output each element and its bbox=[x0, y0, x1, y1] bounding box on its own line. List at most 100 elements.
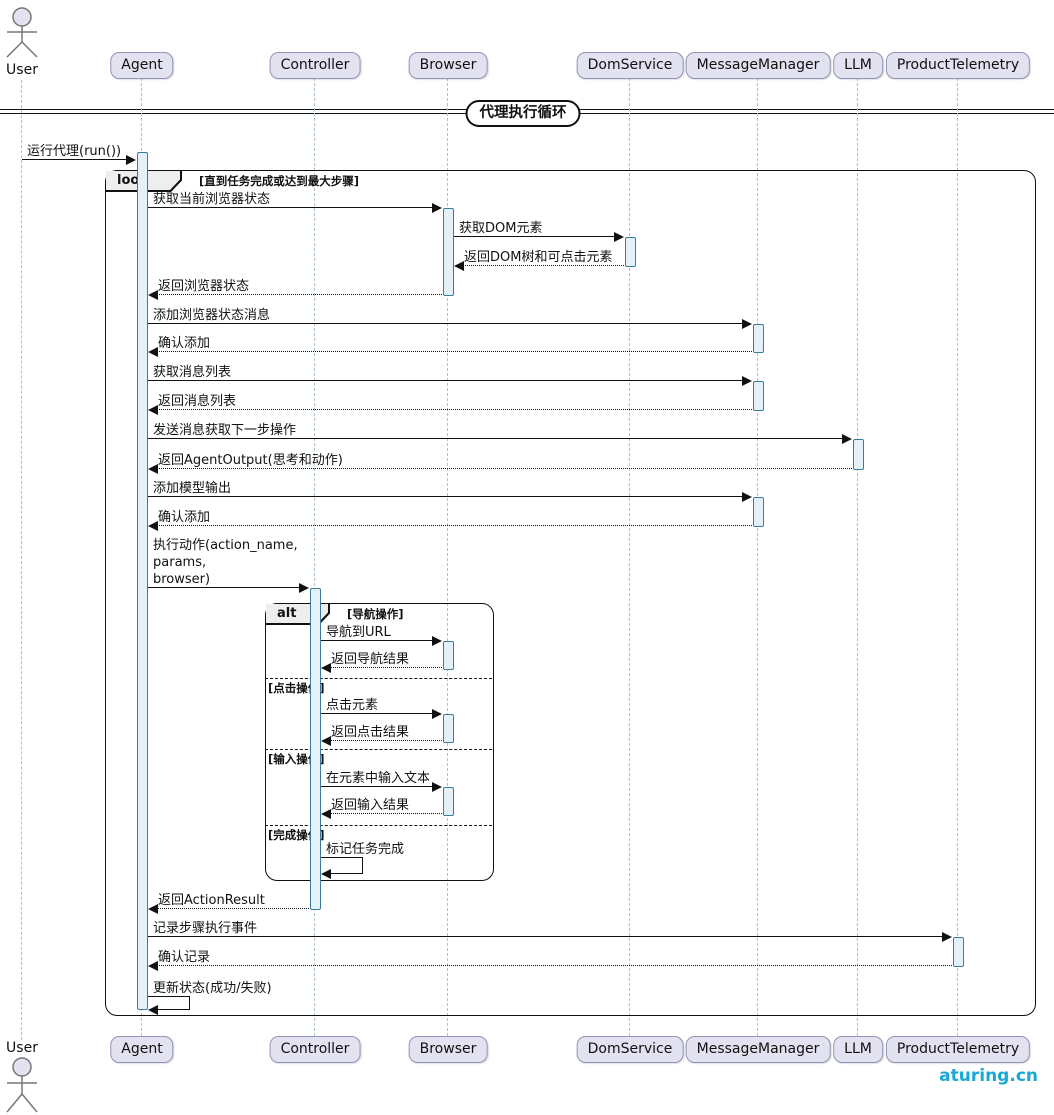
message-line bbox=[329, 740, 442, 741]
message-arrowhead bbox=[842, 434, 852, 444]
frame-alt-divider bbox=[265, 749, 492, 750]
message-line bbox=[148, 496, 744, 497]
message-line bbox=[148, 996, 190, 997]
message-label: 标记任务完成 bbox=[326, 842, 405, 857]
activation-producttelemetry bbox=[952, 937, 964, 967]
activation-browser bbox=[442, 714, 454, 743]
activation-agent bbox=[136, 152, 148, 1010]
message-label: 确认添加 bbox=[158, 510, 211, 525]
participant-messagemanager-top: MessageManager bbox=[685, 52, 831, 79]
message-arrowhead bbox=[742, 492, 752, 502]
message-line bbox=[148, 587, 301, 588]
participant-controller-bottom: Controller bbox=[269, 1036, 361, 1063]
activation-messagemanager bbox=[752, 497, 764, 527]
participant-controller-top: Controller bbox=[269, 52, 361, 79]
message-label: 发送消息获取下一步操作 bbox=[153, 423, 297, 438]
message-label: 获取当前浏览器状态 bbox=[153, 192, 271, 207]
message-arrowhead bbox=[148, 904, 158, 914]
message-label: 更新状态(成功/失败) bbox=[153, 981, 272, 996]
message-label: 获取DOM元素 bbox=[459, 221, 543, 236]
message-line bbox=[362, 857, 363, 873]
message-line bbox=[156, 468, 852, 469]
activation-browser bbox=[442, 787, 454, 816]
activation-messagemanager bbox=[752, 381, 764, 411]
message-label: 运行代理(run()) bbox=[27, 144, 122, 159]
message-line bbox=[22, 159, 128, 160]
user-actor-icon bbox=[6, 7, 38, 58]
message-label: 执行动作(action_name, bbox=[153, 538, 298, 553]
message-line bbox=[156, 351, 752, 352]
message-label: 添加模型输出 bbox=[153, 481, 232, 496]
message-line bbox=[156, 525, 752, 526]
lifeline-controller bbox=[314, 78, 315, 1036]
message-label: 返回消息列表 bbox=[158, 394, 237, 409]
message-line bbox=[321, 786, 434, 787]
message-label: 返回ActionResult bbox=[158, 893, 265, 908]
message-label: 返回浏览器状态 bbox=[158, 279, 250, 294]
message-label: 添加浏览器状态消息 bbox=[153, 308, 271, 323]
lifeline-messagemanager bbox=[757, 78, 758, 1036]
participant-messagemanager-bottom: MessageManager bbox=[685, 1036, 831, 1063]
message-label: 导航到URL bbox=[326, 625, 391, 640]
message-arrowhead bbox=[432, 782, 442, 792]
frame-alt-guard: [导航操作] bbox=[347, 607, 404, 621]
user-actor-icon-bottom bbox=[6, 1057, 38, 1113]
message-line bbox=[148, 207, 434, 208]
message-line bbox=[157, 1009, 190, 1010]
message-arrowhead bbox=[321, 736, 331, 746]
message-line bbox=[321, 857, 363, 858]
activation-messagemanager bbox=[752, 324, 764, 353]
message-arrowhead bbox=[432, 709, 442, 719]
message-line bbox=[321, 640, 434, 641]
message-arrowhead bbox=[148, 405, 158, 415]
participant-browser-top: Browser bbox=[408, 52, 488, 79]
message-line bbox=[330, 873, 363, 874]
message-arrowhead bbox=[454, 261, 464, 271]
message-arrowhead bbox=[432, 636, 442, 646]
message-arrowhead bbox=[742, 319, 752, 329]
message-arrowhead bbox=[148, 961, 158, 971]
message-arrowhead bbox=[148, 347, 158, 357]
frame-alt-divider bbox=[265, 678, 492, 679]
participant-producttelemetry-top: ProductTelemetry bbox=[885, 52, 1031, 79]
message-line bbox=[148, 936, 944, 937]
activation-llm bbox=[852, 439, 864, 470]
watermark: aturing.cn bbox=[939, 1066, 1038, 1086]
message-label: 获取消息列表 bbox=[153, 365, 232, 380]
message-arrowhead bbox=[942, 932, 952, 942]
message-line bbox=[189, 996, 190, 1009]
participant-browser-bottom: Browser bbox=[408, 1036, 488, 1063]
diagram-title: 代理执行循环 bbox=[465, 100, 581, 127]
user-actor-label-top: User bbox=[6, 62, 38, 78]
message-label: 记录步骤执行事件 bbox=[153, 921, 258, 936]
message-arrowhead bbox=[321, 663, 331, 673]
message-label: 确认记录 bbox=[158, 950, 211, 965]
activation-browser bbox=[442, 641, 454, 670]
message-label: 返回导航结果 bbox=[331, 652, 410, 667]
message-label: browser) bbox=[153, 572, 211, 587]
message-label: 在元素中输入文本 bbox=[326, 771, 431, 786]
lifeline-browser bbox=[447, 78, 448, 1036]
message-line bbox=[321, 713, 434, 714]
message-label: 返回输入结果 bbox=[331, 798, 410, 813]
message-line bbox=[156, 409, 752, 410]
participant-domservice-top: DomService bbox=[576, 52, 684, 79]
message-line bbox=[454, 236, 616, 237]
message-arrowhead bbox=[148, 464, 158, 474]
participant-llm-bottom: LLM bbox=[833, 1036, 883, 1063]
message-line bbox=[148, 323, 744, 324]
activation-controller bbox=[309, 588, 321, 910]
message-line bbox=[148, 380, 744, 381]
participant-agent-top: Agent bbox=[110, 52, 174, 79]
message-arrowhead bbox=[614, 232, 624, 242]
message-line bbox=[156, 908, 309, 909]
message-label: 返回点击结果 bbox=[331, 725, 410, 740]
participant-producttelemetry-bottom: ProductTelemetry bbox=[885, 1036, 1031, 1063]
activation-browser bbox=[442, 208, 454, 296]
frame-loop-guard: [直到任务完成或达到最大步骤] bbox=[199, 174, 360, 188]
frame-alt bbox=[265, 603, 494, 881]
message-arrowhead bbox=[321, 809, 331, 819]
message-line bbox=[156, 965, 952, 966]
message-label: 返回AgentOutput(思考和动作) bbox=[158, 453, 343, 468]
message-arrowhead bbox=[148, 290, 158, 300]
